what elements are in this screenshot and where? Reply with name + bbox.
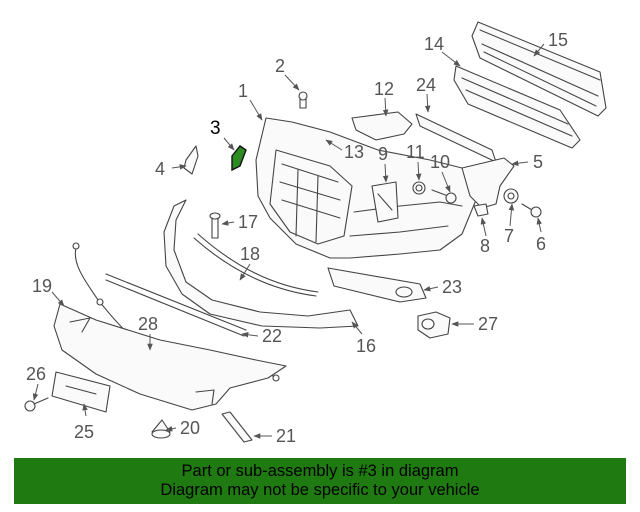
- info-banner: Part or sub-assembly is #3 in diagram Di…: [14, 458, 626, 504]
- parts-diagram: 1 2 3 4 5 6 7 8 9 10 11 12 13 14 15 16 1…: [24, 21, 607, 446]
- callout-4: 4: [155, 159, 165, 179]
- part-20-clip: [151, 419, 171, 439]
- callout-26: 26: [26, 364, 46, 384]
- callout-14: 14: [424, 34, 444, 54]
- part-22-molding: [105, 273, 247, 337]
- callout-labels: 1 2 3 4 5 6 7 8 9 10 11 12 13 14 15 16 1…: [26, 30, 568, 446]
- leader-lines: [32, 43, 545, 439]
- part-18-trim-strip: [193, 233, 319, 297]
- callout-19: 19: [32, 276, 52, 296]
- part-5-side-bracket: [461, 157, 515, 209]
- callout-15: 15: [548, 30, 568, 50]
- callout-27: 27: [478, 314, 498, 334]
- part-17-bolt: [209, 212, 221, 239]
- callout-7: 7: [504, 226, 514, 246]
- part-11-grommet: [412, 181, 426, 195]
- part-25-license-bracket: [51, 371, 111, 413]
- part-12-bracket: [351, 111, 413, 141]
- part-9-bracket: [371, 181, 399, 223]
- part-27-park-sensor: [417, 311, 451, 339]
- callout-12: 12: [374, 79, 394, 99]
- part-1-bumper-cover: [255, 117, 477, 259]
- callout-23: 23: [442, 277, 462, 297]
- callout-11: 11: [406, 142, 425, 162]
- part-7-washer: [503, 188, 519, 204]
- callout-22: 22: [262, 326, 282, 346]
- callout-21: 21: [276, 426, 296, 446]
- part-4-bracket: [183, 145, 199, 175]
- banner-line-2: Diagram may not be specific to your vehi…: [160, 481, 480, 499]
- part-19-splash-shield: [53, 303, 287, 411]
- callout-17: 17: [238, 212, 258, 232]
- banner-line-1: Part or sub-assembly is #3 in diagram: [181, 462, 459, 480]
- part-23-fog-bezel: [327, 267, 427, 303]
- part-24-grille-trim: [415, 113, 497, 163]
- callout-13: 13: [344, 142, 364, 162]
- callout-5: 5: [533, 152, 543, 172]
- callout-16: 16: [356, 336, 376, 356]
- part-3-highlighted-cap: [231, 145, 247, 172]
- callout-20: 20: [180, 418, 200, 438]
- callout-18: 18: [240, 244, 260, 264]
- callout-3: 3: [210, 118, 221, 139]
- part-8-clip: [473, 203, 489, 217]
- callout-10: 10: [430, 152, 450, 172]
- callout-2: 2: [275, 56, 285, 76]
- callout-28: 28: [138, 314, 158, 334]
- callout-6: 6: [536, 234, 546, 254]
- callout-1: 1: [238, 81, 248, 101]
- part-14-energy-absorber: [453, 65, 581, 149]
- part-2-retainer: [298, 91, 308, 109]
- callout-9: 9: [378, 144, 388, 164]
- callout-24: 24: [416, 75, 436, 95]
- part-26-bolt: [24, 397, 49, 412]
- callout-8: 8: [480, 236, 490, 256]
- callout-25: 25: [74, 422, 94, 442]
- part-10-bolt: [431, 189, 457, 204]
- part-21-strip: [221, 411, 253, 443]
- part-6-bolt: [521, 203, 542, 218]
